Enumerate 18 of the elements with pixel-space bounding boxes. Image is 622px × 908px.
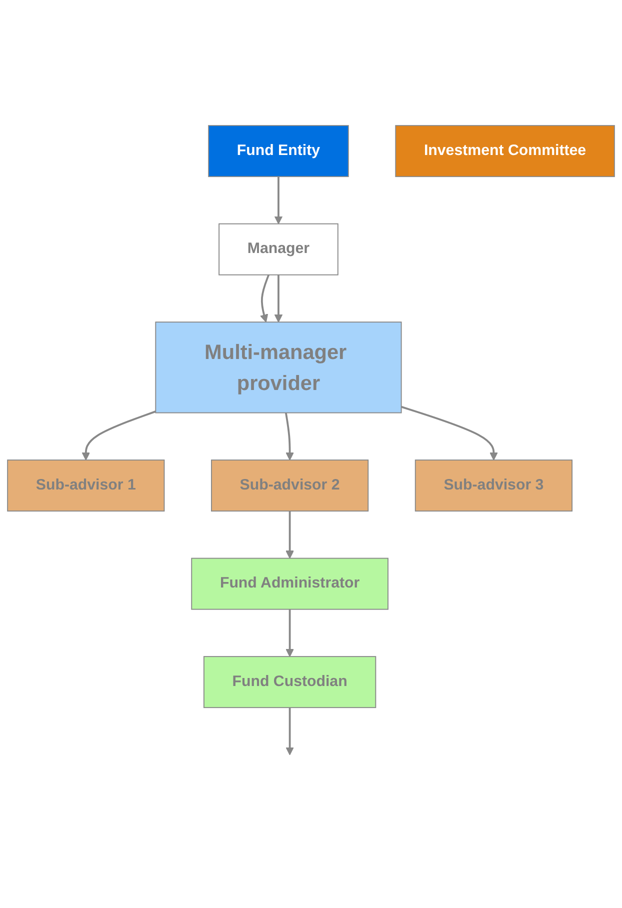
node-box: Fund Custodian — [203, 656, 376, 708]
arrow — [401, 406, 498, 460]
node-box: Sub-advisor 2 — [211, 459, 369, 512]
arrow — [82, 410, 156, 460]
arrow — [260, 274, 270, 322]
node-box: Sub-advisor 1 — [7, 459, 165, 512]
node-box: Investment Committee — [395, 124, 615, 177]
node-box: Multi-manager provider — [155, 321, 402, 413]
node-box: Fund Administrator — [191, 557, 388, 610]
arrow — [284, 412, 294, 460]
arrow — [286, 707, 294, 755]
node-box: Fund Entity — [208, 124, 349, 177]
node-box: Sub-advisor 3 — [414, 459, 572, 512]
arrow — [274, 176, 283, 224]
node-box: Manager — [218, 222, 338, 275]
arrow — [286, 510, 294, 558]
arrow — [286, 608, 294, 657]
arrow — [274, 274, 283, 322]
